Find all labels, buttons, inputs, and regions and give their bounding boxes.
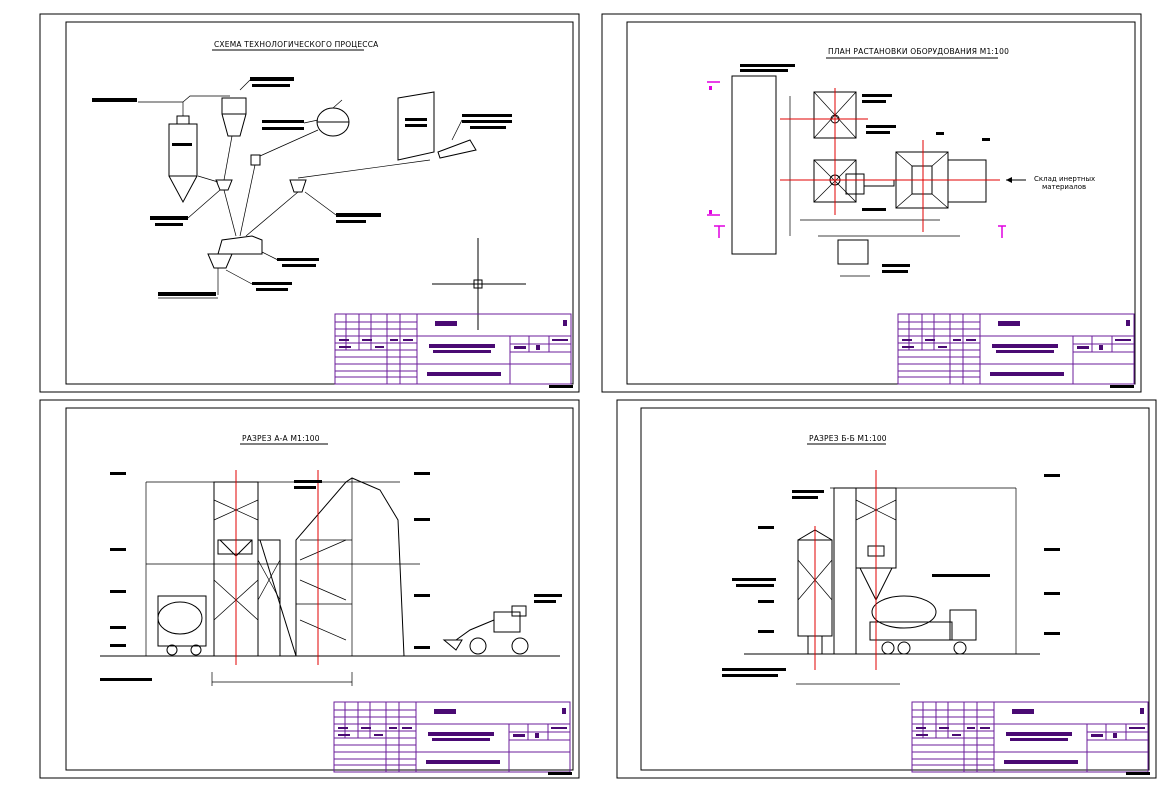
sheet-outer-frame: [616, 399, 1157, 779]
sheet-title: РАЗРЕЗ Б-Б М1:100: [809, 434, 887, 443]
storage-note-line1: Склад инертных: [1034, 175, 1095, 183]
sheet-inner-frame: [65, 21, 574, 385]
cement-dispenser: [182, 77, 294, 137]
hatched-wall: [731, 75, 777, 255]
water-tank: [259, 99, 350, 157]
sheet-title: СХЕМА ТЕХНОЛОГИЧЕСКОГО ПРОЦЕССА: [214, 40, 379, 49]
sheet-title: РАЗРЕЗ А-А М1:100: [242, 434, 320, 443]
mixer-truck: [869, 595, 977, 655]
aggregate-bunker: [397, 91, 512, 161]
storage-note-line2: материалов: [1042, 183, 1086, 191]
silo: [92, 98, 198, 204]
sheet-process-scheme: СХЕМА ТЕХНОЛОГИЧЕСКОГО ПРОЦЕССА: [39, 13, 580, 393]
sheet-equipment-plan: ПЛАН РАСТАНОВКИ ОБОРУДОВАНИЯ М1:100: [601, 13, 1142, 393]
sheet-outer-frame: [39, 13, 580, 393]
section-markers: [707, 81, 1006, 238]
sheet-outer-frame: [39, 399, 580, 779]
wheel-loader: [442, 605, 529, 655]
sheet-title: ПЛАН РАСТАНОВКИ ОБОРУДОВАНИЯ М1:100: [828, 47, 1009, 56]
sheet-inner-frame: [626, 21, 1136, 385]
sheet-section-bb: РАЗРЕЗ Б-Б М1:100: [616, 399, 1157, 779]
sheet-inner-frame: [65, 407, 574, 771]
mixer: [158, 235, 319, 299]
sheet-inner-frame: [640, 407, 1150, 771]
sheet-outer-frame: [601, 13, 1142, 393]
sheet-section-aa: РАЗРЕЗ А-А М1:100: [39, 399, 580, 779]
